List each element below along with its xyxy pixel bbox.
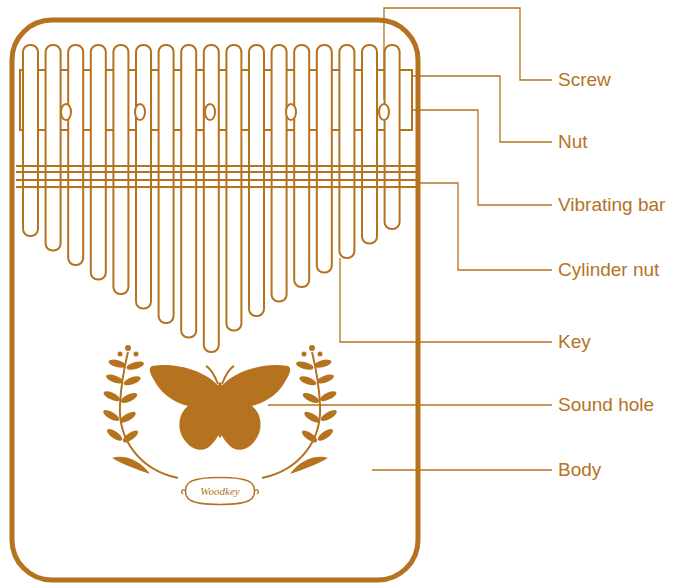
bar-line <box>16 171 416 173</box>
laurel-ornament <box>102 345 339 478</box>
leader-lines <box>268 8 552 470</box>
bar-line <box>16 179 416 181</box>
keys <box>23 45 400 352</box>
key <box>317 45 332 273</box>
part-label: Key <box>558 331 591 353</box>
key <box>159 45 174 323</box>
screw <box>205 104 215 120</box>
key <box>68 45 83 265</box>
key <box>46 45 61 251</box>
screw <box>61 104 71 120</box>
screw <box>135 104 145 120</box>
key <box>339 45 354 258</box>
vibrating-bar <box>16 166 416 187</box>
kalimba-body <box>12 20 418 580</box>
screws <box>61 104 389 120</box>
key <box>181 45 196 338</box>
key <box>362 45 377 244</box>
part-label: Sound hole <box>558 394 654 416</box>
sound-hole-butterfly <box>150 365 290 450</box>
key <box>385 45 400 229</box>
key <box>136 45 151 309</box>
key <box>23 45 38 236</box>
key <box>272 45 287 302</box>
bar-line <box>16 186 416 188</box>
part-label: Screw <box>558 69 611 91</box>
part-label: Cylinder nut <box>558 259 659 281</box>
bar-line <box>16 165 416 167</box>
part-label: Nut <box>558 131 588 153</box>
key <box>204 45 219 352</box>
screw <box>286 104 296 120</box>
part-label: Body <box>558 459 601 481</box>
key <box>113 45 128 294</box>
screw <box>379 104 389 120</box>
logo-badge <box>182 478 259 505</box>
brand-logo: Woodkey <box>200 485 239 498</box>
key <box>91 45 106 280</box>
part-label: Vibrating bar <box>558 194 665 216</box>
